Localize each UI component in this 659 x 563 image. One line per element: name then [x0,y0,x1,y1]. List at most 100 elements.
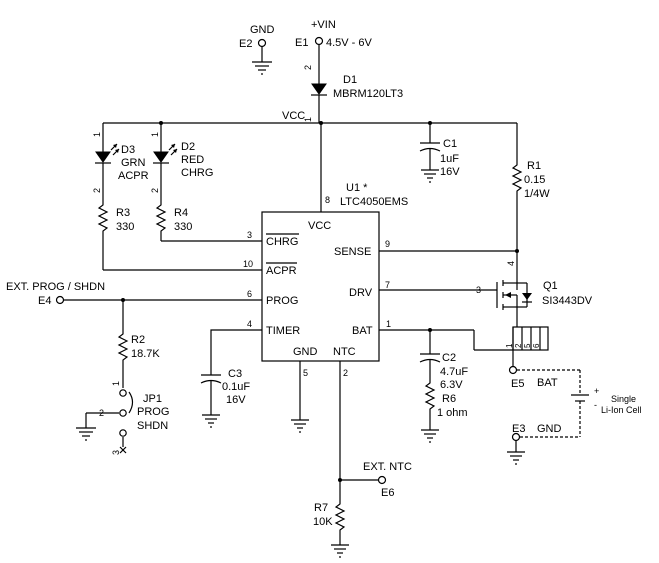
r2-ref: R2 [131,334,145,346]
ext-ntc-label: EXT. NTC [363,461,412,473]
vin-input-terminal: +VIN E1 4.5V - 6V [295,19,373,84]
d3-pin1: 1 [92,132,102,137]
bat-label: BAT [537,377,558,389]
u1-pin-acpr-name: ACPR [266,265,297,277]
u1-pin-prog-number: 6 [247,289,252,299]
u1-pin-prog-name: PROG [266,295,298,307]
d1-ref: D1 [343,74,357,86]
e4-terminal-circle[interactable] [55,295,65,305]
q1-drain-pin-2: 2 [514,343,523,348]
u1-pin-timer-number: 4 [247,319,252,329]
led-d3: 1 2 D3 GRN ACPR [92,123,149,200]
diode-d1: 2 1 D1 MBRM120LT3 [303,65,403,123]
d3-ref: D3 [121,144,135,156]
u1-pin-sense-number: 9 [385,239,390,249]
gnd-terminal-label: GND [537,423,562,435]
q1-part: SI3443DV [542,295,593,307]
d2-color: RED [181,154,204,166]
d3-function: ACPR [118,170,149,182]
c2-ref: C2 [442,352,456,364]
ext-prog-terminal: EXT. PROG / SHDN E4 [6,281,262,307]
bat-network [379,328,513,351]
e2-terminal-circle[interactable] [257,38,267,48]
d2-pin2: 2 [150,188,160,193]
cell-minus: - [594,400,597,410]
u1-ntc-pin-number: 2 [343,368,348,378]
li-ion-cell: + - Single Li-Ion Cell [571,386,642,437]
d1-part: MBRM120LT3 [333,88,403,100]
d3-color: GRN [121,157,146,169]
resistor-r3: R3 330 [97,200,262,271]
q1-drain-pin-6: 6 [532,343,541,348]
u1-gnd-pin-number: 5 [303,368,308,378]
r1-power: 1/4W [524,188,550,200]
e5-label: E5 [511,378,524,390]
led-d2: 1 2 D2 RED CHRG [150,123,213,200]
jp1-line2: SHDN [137,420,168,432]
ext-prog-label: EXT. PROG / SHDN [6,281,105,293]
e1-terminal-circle[interactable] [314,36,324,46]
resistor-r2: R2 18.7K [117,300,160,388]
ntc-network: EXT. NTC E6 [338,361,412,500]
r3-value: 330 [116,221,134,233]
u1-pin-bat-name: BAT [352,325,373,337]
q1-ref: Q1 [543,280,558,292]
jp1-pin2: 2 [99,408,104,418]
jp1-pin3: 3 [111,450,121,455]
d1-pin-cathode: 1 [303,117,313,122]
resistor-r7: R7 10K [313,500,349,558]
capacitor-c3: C3 0.1uF 16V [200,329,262,428]
gnd-terminal-e3: E3 GND [507,423,580,465]
e3-label: E3 [512,423,525,435]
jumper-jp1[interactable]: 1 2 3 JP1 PROG SHDN [76,381,169,455]
c2-voltage: 6.3V [440,379,463,391]
e3-terminal-circle[interactable] [511,432,521,442]
r1-ref: R1 [527,160,541,172]
vin-label: +VIN [311,19,336,31]
resistor-r1: R1 0.15 1/4W [511,123,550,290]
gnd-input-terminal: GND E2 [239,24,275,75]
u1-pin-sense-name: SENSE [334,246,371,258]
jp1-line1: PROG [137,406,169,418]
d2-pin1: 1 [150,132,160,137]
u1-pin-timer-name: TIMER [266,325,300,337]
e5-terminal-circle[interactable] [508,365,518,375]
ground-symbol-e2 [252,61,272,75]
d2-ref: D2 [181,141,195,153]
r6-ref: R6 [442,393,456,405]
u1-pin-acpr-number: 10 [243,259,253,269]
e6-terminal-circle[interactable] [377,475,387,485]
q1-pin-source: 4 [506,261,516,266]
u1-ntc-label: NTC [333,346,356,358]
cell-plus: + [594,386,599,396]
u1-ref: U1 * [346,182,368,194]
ground-symbol-c1 [421,169,439,183]
u1-pin-bat-number: 1 [386,319,391,329]
r4-value: 330 [174,221,192,233]
gnd-label: GND [250,24,275,36]
c3-value: 0.1uF [222,381,250,393]
e6-label: E6 [381,487,394,499]
u1-part: LTC4050EMS [340,196,408,208]
d2-function: CHRG [181,167,213,179]
e4-label: E4 [38,295,51,307]
r3-ref: R3 [116,207,130,219]
d3-pin2: 2 [92,188,102,193]
r1-value: 0.15 [524,174,545,186]
r7-ref: R7 [314,502,328,514]
u1-vcc-label: VCC [308,220,331,232]
c1-voltage: 16V [440,166,460,178]
c1-value: 1uF [440,153,459,165]
r2-value: 18.7K [131,348,160,360]
r6-value: 1 ohm [437,407,468,419]
u1-ground [291,361,309,433]
u1-pin-drv-name: DRV [349,287,373,299]
resistor-r4: R4 330 [155,200,262,242]
e1-label: E1 [295,37,308,49]
mosfet-q1: 3 4 1 2 5 6 Q1 SI3443DV [476,261,593,351]
u1-pin-chrg-number: 3 [247,230,252,240]
c3-voltage: 16V [226,394,246,406]
r7-value: 10K [313,516,333,528]
